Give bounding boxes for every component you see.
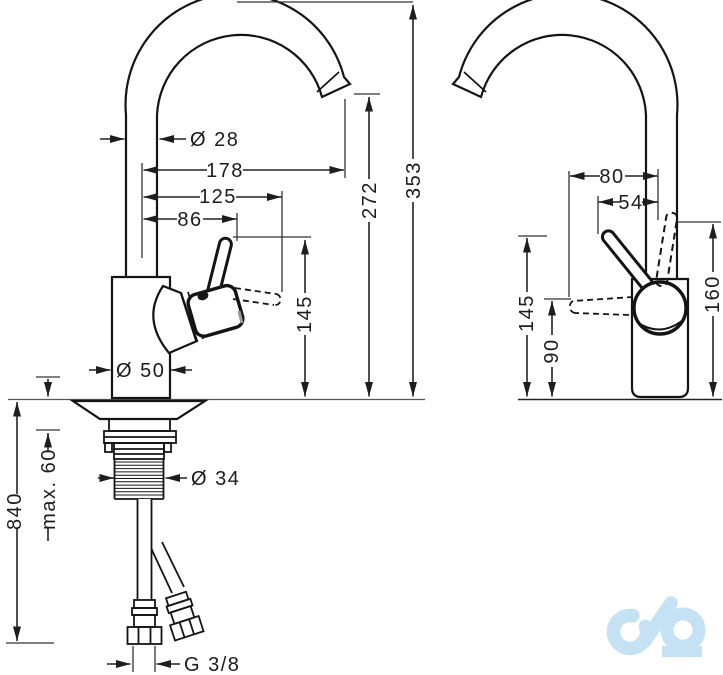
- dim-label-overall-height: 353: [403, 161, 425, 199]
- supply-hoses: [126, 499, 205, 645]
- escutcheon: [69, 399, 209, 421]
- handle-grip: [186, 283, 245, 338]
- handle-open-position-dashed: [232, 287, 282, 306]
- dim-label-handle-top-height: 145: [294, 295, 316, 333]
- dim-label-handle-top-height-side: 145: [516, 294, 538, 332]
- side-view: [451, 0, 690, 399]
- handle-assembly-side: [568, 211, 688, 336]
- dim-label-outlet-height: 272: [359, 181, 381, 219]
- escutcheon-and-shank: [69, 399, 209, 500]
- dimension-annotations: Ø 28 178 125 86 353 272 145 Ø 50 max. 60…: [4, 1, 723, 675]
- dim-label-hose-length: 840: [4, 492, 26, 530]
- dim-label-spout-diameter: Ø 28: [190, 129, 239, 151]
- spout: [124, 0, 352, 278]
- extension-lines: [6, 1, 721, 672]
- dim-label-shank-diameter: Ø 34: [191, 468, 240, 490]
- dim-label-handle-raised-height: 160: [702, 275, 723, 313]
- dim-label-max-deck-thickness: max. 60: [38, 448, 60, 530]
- grip-cap-edge: [237, 310, 244, 324]
- dim-label-handle-open-reach: 125: [199, 186, 237, 208]
- cd-logo-icon: [606, 596, 706, 657]
- threaded-shank: [113, 459, 165, 500]
- temperature-dot: [197, 291, 209, 301]
- front-view: [69, 0, 352, 645]
- handle-assembly: [152, 236, 282, 355]
- dim-label-spout-reach: 178: [206, 160, 244, 182]
- handle-ball: [632, 280, 688, 336]
- dim-label-body-diameter: Ø 50: [116, 360, 165, 382]
- dim-label-supply-thread: G 3/8: [184, 654, 240, 675]
- dimension-lines: [13, 5, 717, 668]
- hose-connector-angled: [164, 590, 205, 642]
- hose-connector-straight: [126, 599, 163, 645]
- dim-label-handle-swing-depth: 80: [599, 166, 624, 188]
- handle-flat-dashed: [568, 296, 634, 316]
- dim-label-handle-reach: 86: [177, 209, 202, 231]
- handle-raised-dashed: [655, 211, 679, 288]
- dim-label-handle-depth: 54: [618, 192, 643, 214]
- dim-label-handle-flat-height: 90: [541, 338, 563, 363]
